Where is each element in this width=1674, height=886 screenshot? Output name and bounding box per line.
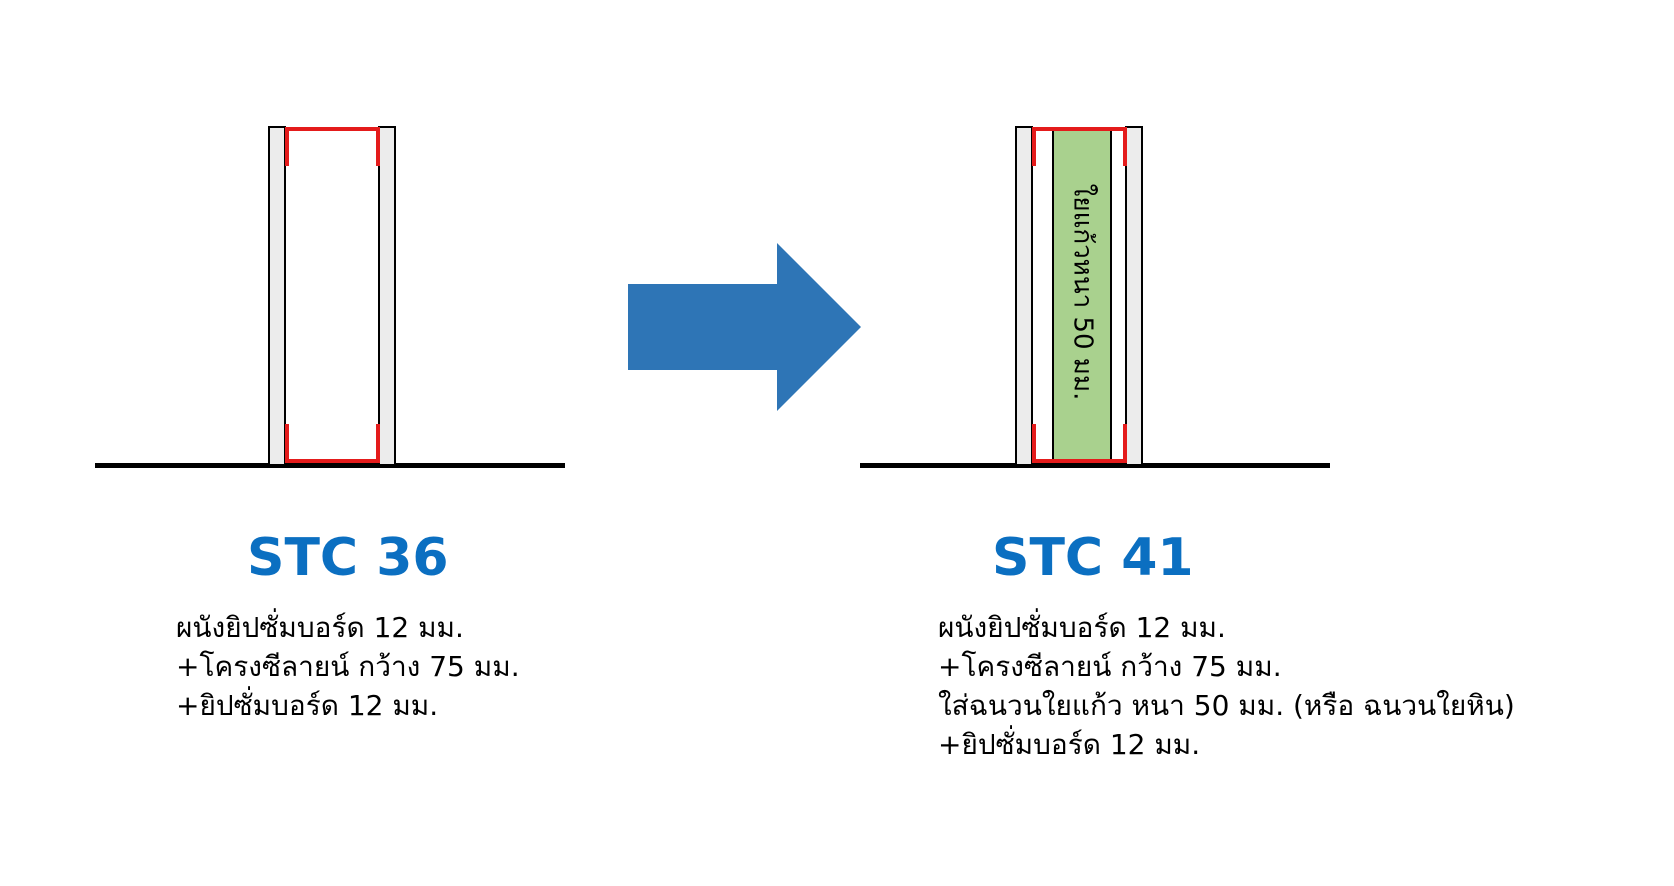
floor-line-left: [95, 463, 565, 468]
description-left: ผนังยิปซั่มบอร์ด 12 มม. +โครงซีลายน์ กว้…: [176, 608, 520, 725]
description-right: ผนังยิปซั่มบอร์ด 12 มม. +โครงซีลายน์ กว้…: [938, 608, 1515, 764]
desc-right-line-1: ผนังยิปซั่มบอร์ด 12 มม.: [938, 611, 1226, 644]
insulation-label: ใยแก้วหนา 50 มม.: [1068, 184, 1098, 401]
wall-section-left: [95, 126, 565, 468]
desc-right-line-3: ใส่ฉนวนใยแก้ว หนา 50 มม. (หรือ ฉนวนใยหิน…: [938, 689, 1515, 722]
gypsum-board-left-inner: [1015, 126, 1033, 466]
stc-36-title: STC 36: [247, 528, 449, 588]
steel-stud-top-left: [285, 127, 380, 166]
gypsum-board-right-inner: [1125, 126, 1143, 466]
desc-left-line-2: +โครงซีลายน์ กว้าง 75 มม.: [176, 650, 520, 683]
desc-left-line-1: ผนังยิปซั่มบอร์ด 12 มม.: [176, 611, 464, 644]
desc-right-line-4: +ยิปซั่มบอร์ด 12 มม.: [938, 728, 1201, 761]
steel-stud-bottom-right: [1032, 424, 1127, 463]
gypsum-board-left-outer: [268, 126, 286, 466]
floor-line-right: [860, 463, 1330, 468]
desc-left-line-3: +ยิปซั่มบอร์ด 12 มม.: [176, 689, 439, 722]
gypsum-board-right-outer: [378, 126, 396, 466]
right-arrow-icon: [628, 243, 861, 411]
desc-right-line-2: +โครงซีลายน์ กว้าง 75 มม.: [938, 650, 1282, 683]
wall-section-right: ใยแก้วหนา 50 มม.: [860, 126, 1330, 468]
steel-stud-top-right: [1032, 127, 1127, 166]
stc-41-title: STC 41: [992, 528, 1194, 588]
steel-stud-bottom-left: [285, 424, 380, 463]
